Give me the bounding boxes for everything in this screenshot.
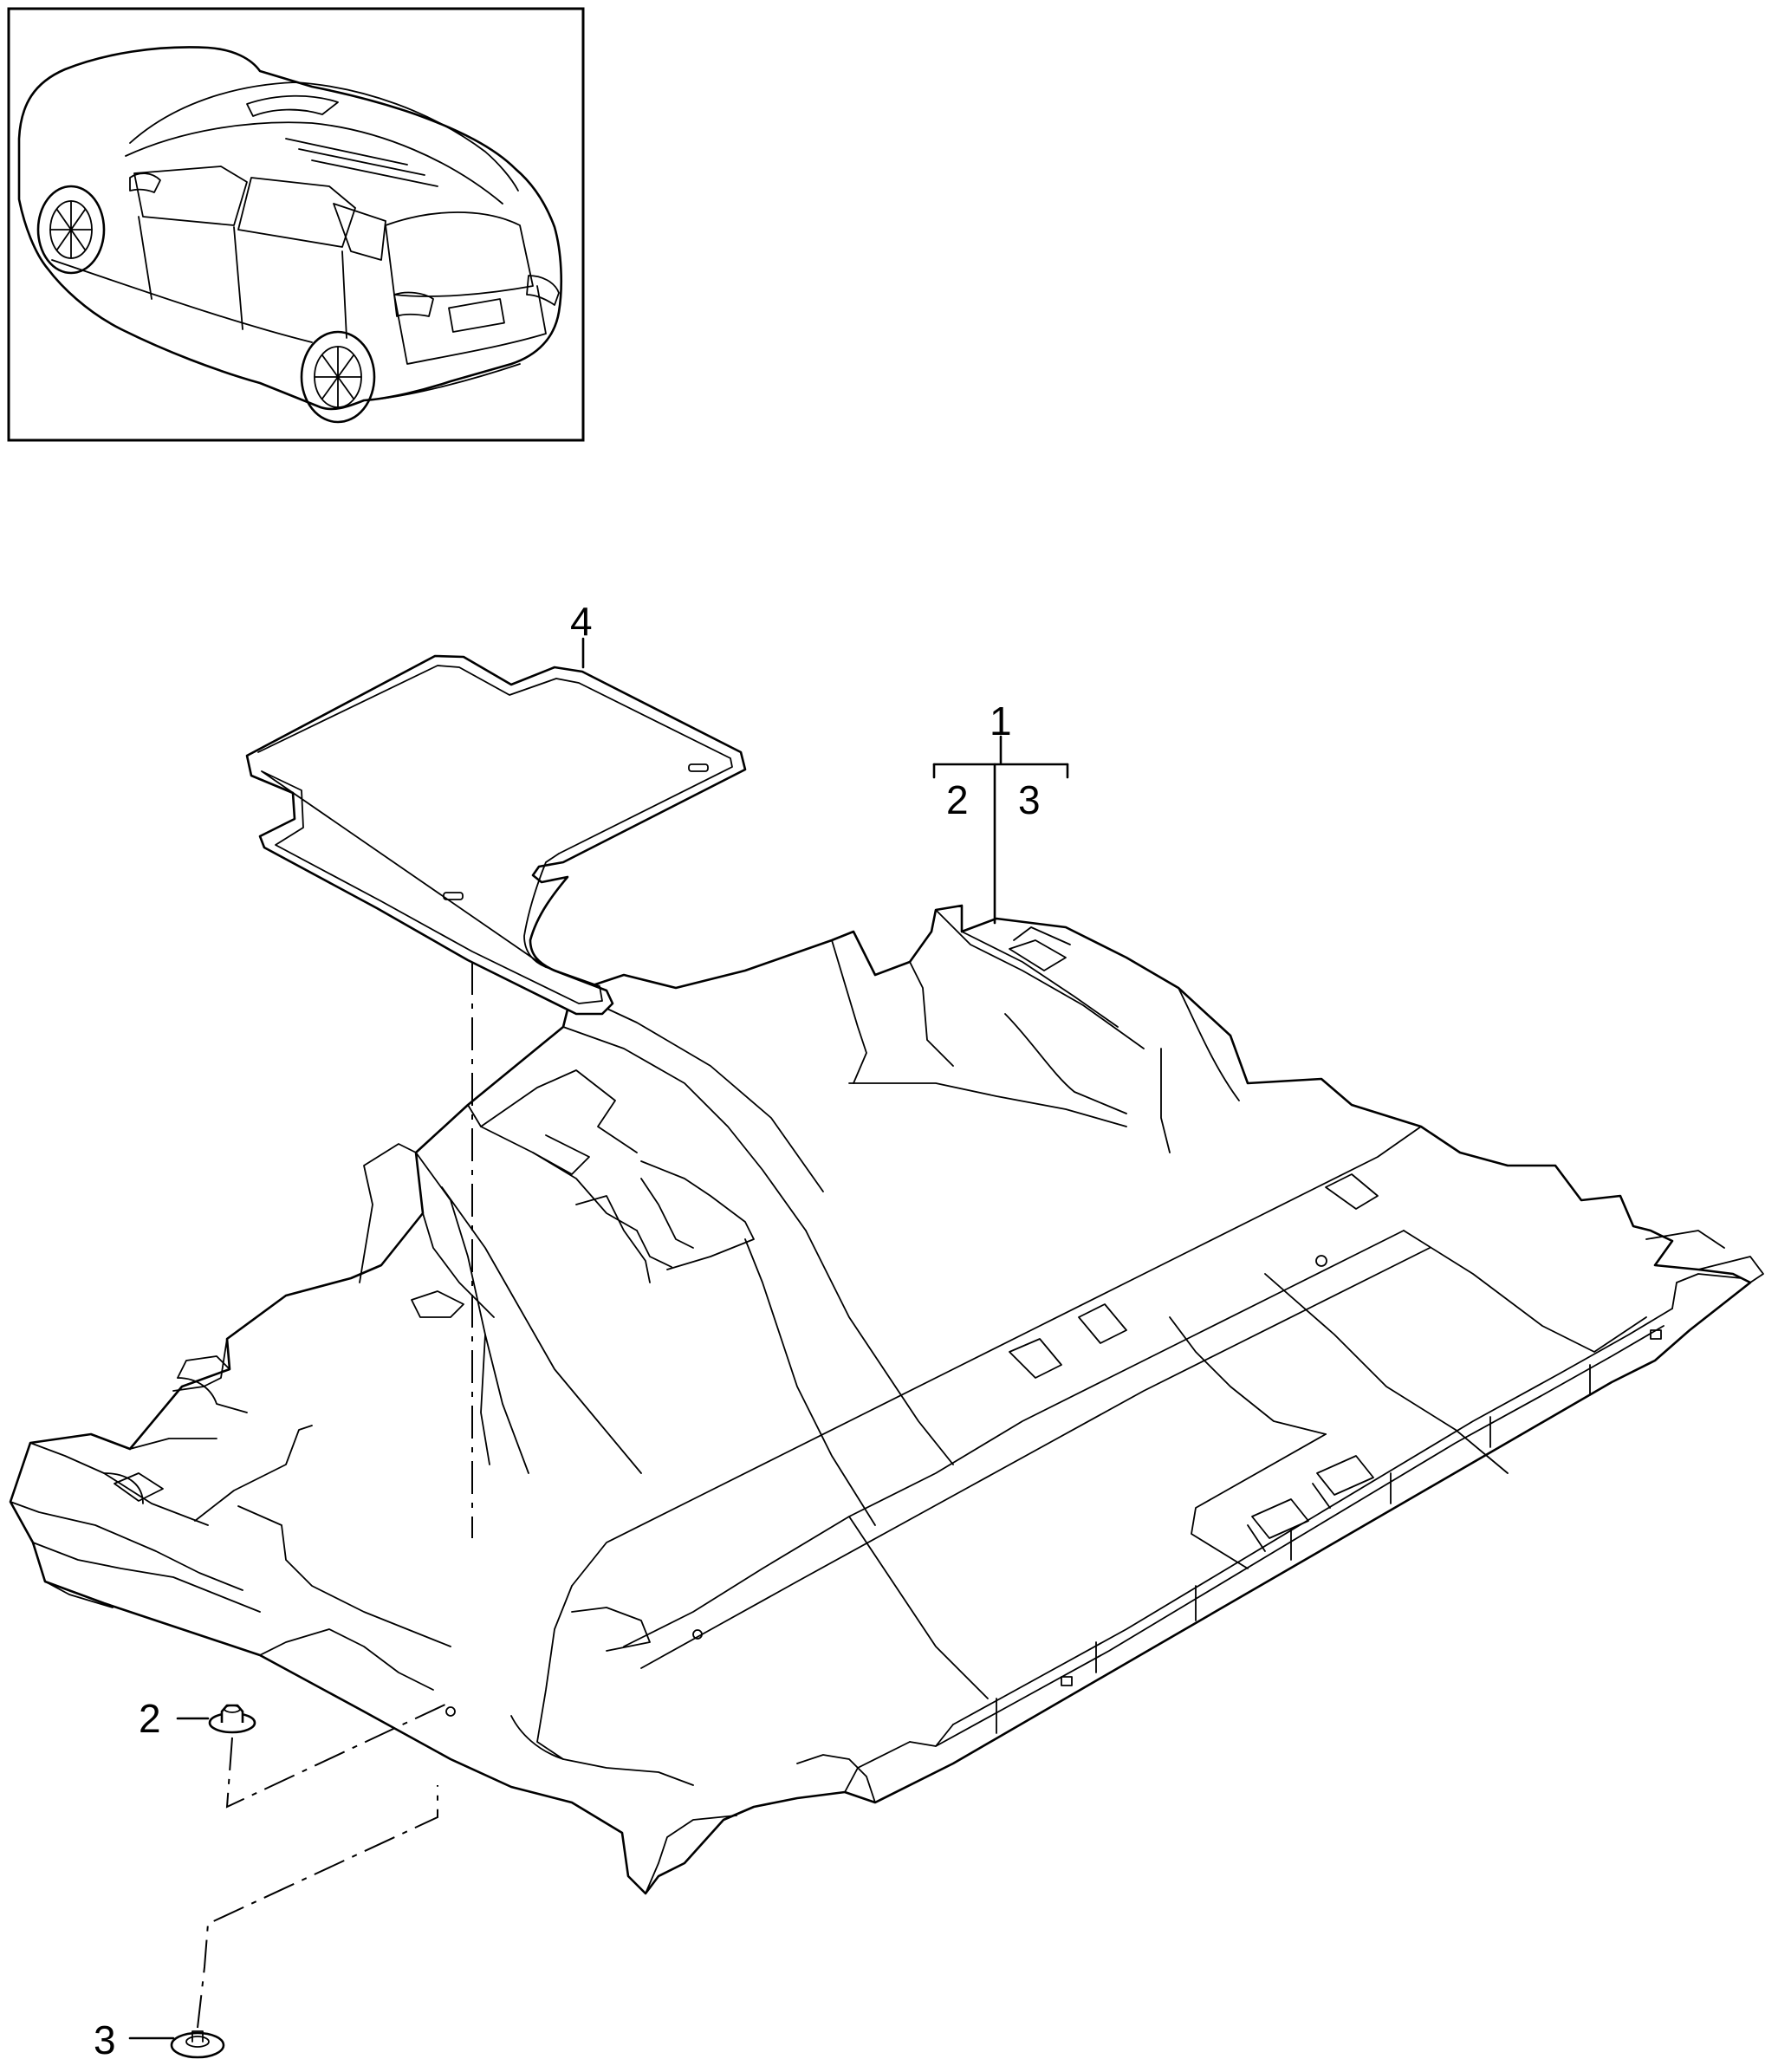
callout-part-3: 3: [94, 2017, 116, 2062]
floor-mat-icon: [245, 654, 747, 1016]
callout-part-2: 2: [139, 1696, 161, 1741]
callout-part-4: 4: [570, 599, 593, 644]
floor-mat: [245, 654, 747, 1016]
inset-frame: [7, 7, 585, 442]
floor-carpet-icon: [9, 904, 1764, 1895]
fastener-part-2: [208, 1704, 256, 1734]
vehicle-inset: [7, 7, 585, 442]
leader-lines: [128, 637, 1069, 2040]
callout-part-1-sub-3: 3: [1018, 777, 1041, 822]
mat-fastener-icon: [208, 1704, 256, 1734]
callout-part-1-sub-2: 2: [946, 777, 969, 822]
suv-rear-three-quarter-view-icon: [17, 46, 563, 424]
fastener-part-3: [170, 2030, 225, 2059]
mat-fastener-base-icon: [170, 2030, 225, 2059]
callout-part-1: 1: [990, 698, 1012, 744]
callout-labels: 4 1 2 3 2 3: [94, 599, 1041, 2062]
floor-carpet: [9, 904, 1764, 1895]
